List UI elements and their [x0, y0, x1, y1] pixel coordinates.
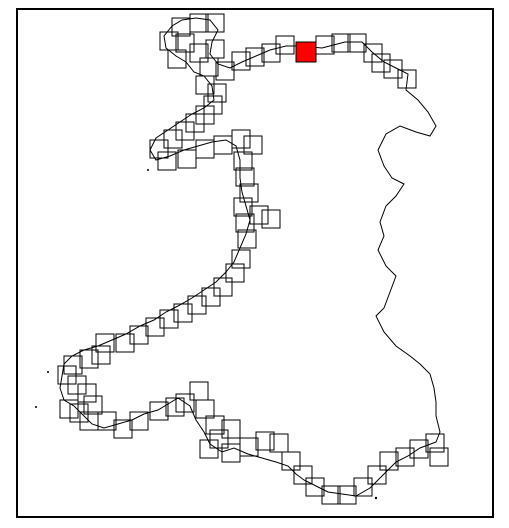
island-dot: [374, 496, 378, 500]
grid-tile[interactable]: [353, 477, 373, 497]
grid-tile[interactable]: [157, 151, 177, 171]
grid-tile[interactable]: [195, 105, 215, 125]
grid-tile[interactable]: [67, 375, 87, 395]
grid-tile[interactable]: [249, 205, 269, 225]
grid-tile[interactable]: [187, 295, 207, 315]
grid-tile[interactable]: [175, 393, 195, 413]
grid-tile[interactable]: [115, 333, 135, 353]
grid-tile[interactable]: [149, 139, 169, 159]
grid-tile[interactable]: [129, 325, 149, 345]
grid-tile[interactable]: [231, 51, 251, 71]
highlighted-tile[interactable]: [295, 41, 317, 63]
grid-tile[interactable]: [237, 229, 257, 249]
grid-tile[interactable]: [175, 33, 195, 53]
grid-tile[interactable]: [255, 431, 275, 451]
grid-tile[interactable]: [77, 383, 97, 403]
grid-tile[interactable]: [63, 355, 83, 375]
grid-tile[interactable]: [235, 167, 255, 187]
grid-tile[interactable]: [195, 399, 215, 419]
grid-tile[interactable]: [337, 485, 357, 505]
grid-tile[interactable]: [347, 33, 367, 53]
grid-tile[interactable]: [97, 411, 117, 431]
grid-tile[interactable]: [233, 151, 253, 171]
grid-tile[interactable]: [189, 43, 209, 63]
grid-tile[interactable]: [269, 433, 289, 453]
grid-tile[interactable]: [83, 395, 103, 415]
grid-tile[interactable]: [207, 83, 227, 103]
grid-tile[interactable]: [397, 69, 417, 89]
grid-tile[interactable]: [149, 401, 169, 421]
grid-tile[interactable]: [225, 263, 245, 283]
grid-tile[interactable]: [239, 183, 259, 203]
grid-tile[interactable]: [367, 465, 387, 485]
grid-tile[interactable]: [203, 95, 223, 115]
grid-tile[interactable]: [57, 365, 77, 385]
grid-tile[interactable]: [275, 35, 295, 55]
grid-tile[interactable]: [281, 451, 301, 471]
grid-tile[interactable]: [305, 477, 325, 497]
grid-tile[interactable]: [429, 447, 449, 467]
grid-tile[interactable]: [165, 397, 185, 417]
grid-tile[interactable]: [195, 75, 215, 95]
grid-tile[interactable]: [371, 53, 391, 73]
coastline: [59, 17, 441, 497]
grid-tile[interactable]: [245, 47, 265, 67]
grid-tile[interactable]: [69, 403, 89, 423]
grid-tile[interactable]: [379, 451, 399, 471]
grid-tile[interactable]: [205, 415, 225, 435]
grid-tile[interactable]: [221, 419, 241, 439]
grid-tile[interactable]: [163, 129, 183, 149]
grid-tile[interactable]: [239, 437, 259, 457]
grid-tile[interactable]: [235, 213, 255, 233]
grid-tile[interactable]: [213, 277, 233, 297]
grid-tile[interactable]: [199, 439, 219, 459]
grid-tile[interactable]: [59, 399, 79, 419]
grid-tile[interactable]: [215, 61, 235, 81]
grid-tile[interactable]: [363, 43, 383, 63]
grid-tile[interactable]: [261, 43, 281, 63]
grid-tile[interactable]: [231, 129, 251, 149]
grid-tile[interactable]: [167, 49, 187, 69]
grid-tile[interactable]: [145, 317, 165, 337]
grid-tile[interactable]: [113, 419, 133, 439]
grid-tile[interactable]: [185, 113, 205, 133]
map-frame-border: [16, 8, 494, 518]
grid-tile[interactable]: [425, 433, 445, 453]
island-dot: [47, 371, 49, 373]
grid-tile[interactable]: [321, 485, 341, 505]
grid-tile[interactable]: [205, 13, 225, 33]
island-dot: [35, 406, 37, 408]
grid-tile[interactable]: [189, 13, 209, 33]
grid-tile[interactable]: [261, 209, 281, 229]
grid-tile[interactable]: [395, 447, 415, 467]
grid-tile[interactable]: [95, 333, 115, 353]
grid-tile[interactable]: [293, 465, 313, 485]
grid-tile[interactable]: [201, 287, 221, 307]
grid-tile[interactable]: [243, 135, 263, 155]
grid-tile[interactable]: [129, 411, 149, 431]
grid-tile[interactable]: [231, 249, 251, 269]
grid-tile[interactable]: [409, 439, 429, 459]
grid-tile[interactable]: [383, 59, 403, 79]
grid-tile[interactable]: [159, 309, 179, 329]
grid-tile[interactable]: [175, 121, 195, 141]
grid-tile[interactable]: [173, 303, 193, 323]
grid-tile[interactable]: [209, 429, 229, 449]
island-dot: [147, 169, 149, 171]
grid-tile[interactable]: [91, 345, 111, 365]
coastal-tile-grid: [57, 13, 449, 505]
grid-tile[interactable]: [233, 197, 253, 217]
grid-tile[interactable]: [79, 349, 99, 369]
grid-tile[interactable]: [331, 33, 351, 53]
grid-tile[interactable]: [177, 149, 197, 169]
